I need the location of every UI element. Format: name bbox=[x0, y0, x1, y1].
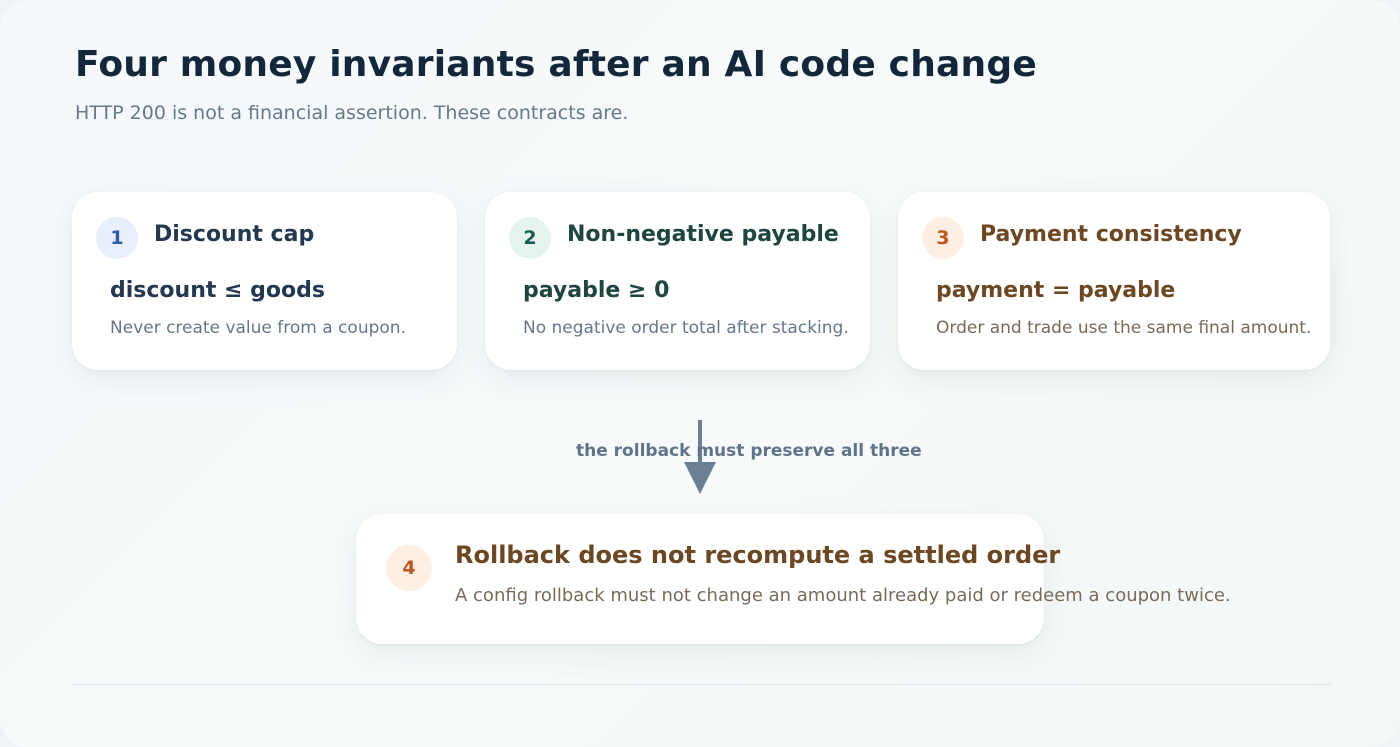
footer-divider bbox=[72, 684, 1330, 685]
invariant-title: Non-negative payable bbox=[567, 222, 839, 247]
invariant-formula: payment = payable bbox=[936, 278, 1176, 303]
invariant-card-rollback: 4 Rollback does not recompute a settled … bbox=[356, 514, 1231, 644]
invariant-formula: discount ≤ goods bbox=[110, 278, 325, 303]
invariant-description: A config rollback must not change an amo… bbox=[455, 585, 1231, 606]
invariant-card-payment-consistency: 3 Payment consistency payment = payable … bbox=[898, 192, 1330, 370]
step-number-badge: 4 bbox=[386, 545, 432, 591]
step-number-badge: 3 bbox=[922, 217, 964, 259]
invariant-card-discount-cap: 1 Discount cap discount ≤ goods Never cr… bbox=[72, 192, 457, 370]
invariant-title: Payment consistency bbox=[980, 222, 1242, 247]
invariant-title: Discount cap bbox=[154, 222, 315, 247]
down-arrow-icon bbox=[684, 420, 716, 494]
invariant-formula: payable ≥ 0 bbox=[523, 278, 670, 303]
step-number-badge: 2 bbox=[509, 217, 551, 259]
invariant-description: No negative order total after stacking. bbox=[523, 318, 849, 338]
invariant-description: Never create value from a coupon. bbox=[110, 318, 406, 338]
page-subtitle: HTTP 200 is not a financial assertion. T… bbox=[75, 102, 629, 124]
invariant-description: Order and trade use the same final amoun… bbox=[936, 318, 1312, 338]
invariant-title: Rollback does not recompute a settled or… bbox=[455, 541, 1061, 569]
step-number-badge: 1 bbox=[96, 217, 138, 259]
invariant-card-non-negative-payable: 2 Non-negative payable payable ≥ 0 No ne… bbox=[485, 192, 870, 370]
connector-label: the rollback must preserve all three bbox=[576, 441, 922, 461]
page-title: Four money invariants after an AI code c… bbox=[75, 44, 1037, 85]
